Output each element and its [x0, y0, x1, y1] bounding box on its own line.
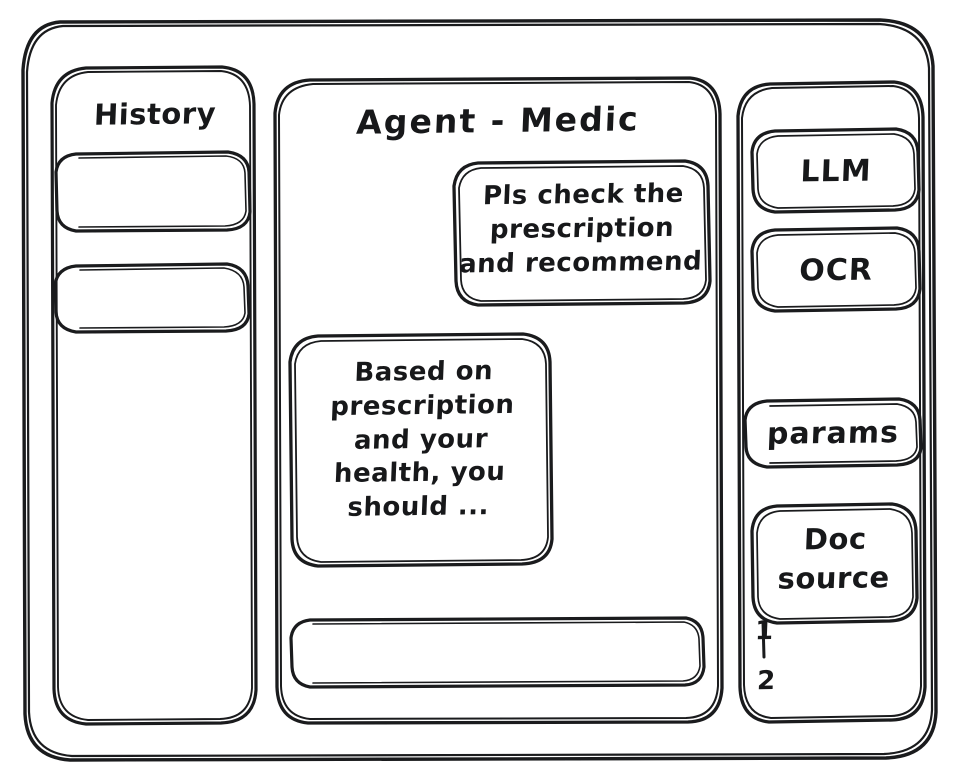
history-item-1-label	[56, 177, 250, 179]
agent-title: Agent - Medic	[355, 99, 641, 142]
doc-source-button[interactable]: Doc source	[752, 504, 917, 623]
window-frame-stroke	[21, 18, 938, 762]
history-item-1-stroke	[54, 150, 252, 233]
history-panel-stroke	[50, 65, 258, 726]
params-button-stroke	[743, 397, 923, 469]
user-message-text: Pls check the prescription and recommend	[458, 178, 703, 280]
history-item-2-label	[55, 283, 249, 285]
message-assistant: Based on prescription and your health, y…	[290, 334, 552, 566]
sidebar-item-history-2[interactable]	[55, 264, 249, 332]
ocr-button-label: OCR	[798, 252, 874, 289]
llm-button-stroke	[750, 127, 921, 214]
composer-stroke	[289, 616, 706, 689]
user-bubble-stroke	[452, 159, 712, 307]
doc-source-entry-1[interactable]: 1	[754, 616, 775, 647]
ocr-button[interactable]: OCR	[752, 228, 920, 311]
llm-button[interactable]: LLM	[752, 129, 920, 212]
assistant-bubble-stroke	[288, 332, 554, 568]
message-input[interactable]	[291, 618, 704, 687]
doc-source-entry-2[interactable]: 2	[756, 666, 777, 697]
main-panel-stroke	[273, 76, 724, 725]
doc-source-entry-ticks	[761, 620, 766, 659]
doc-source-label: Doc source	[777, 521, 891, 596]
history-item-2-stroke	[53, 262, 251, 334]
assistant-message-text: Based on prescription and your health, y…	[329, 356, 516, 524]
tools-panel-stroke	[736, 80, 927, 724]
doc-source-stroke	[750, 502, 919, 625]
params-button[interactable]: params	[745, 399, 921, 467]
params-button-label: params	[766, 415, 900, 452]
message-user: Pls check the prescription and recommend	[454, 161, 710, 305]
message-input-value	[309, 636, 689, 641]
history-panel-title: History	[93, 96, 217, 132]
llm-button-label: LLM	[799, 153, 873, 190]
ocr-button-stroke	[750, 226, 922, 313]
sidebar-item-history-1[interactable]	[56, 152, 250, 232]
